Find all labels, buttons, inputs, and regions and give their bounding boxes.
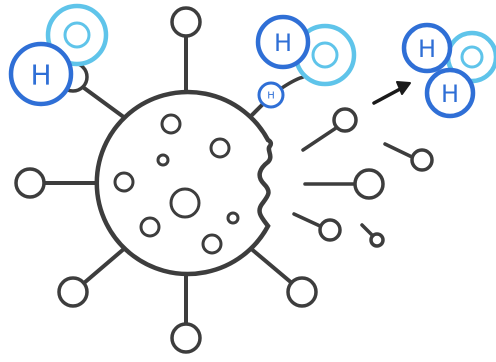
fragment-stalk xyxy=(360,223,374,237)
hydrogen-atom-light-core xyxy=(63,21,91,49)
fragment-stalk xyxy=(301,126,338,152)
hydrogen-atom-light-core xyxy=(460,45,484,69)
hydrogen-label-small: H xyxy=(267,91,275,102)
hydrogen-label: H xyxy=(441,80,459,108)
spike-bottom-right-knob xyxy=(286,276,318,308)
virus-inner-particles xyxy=(113,113,240,255)
fragment-knob xyxy=(353,168,385,200)
inner-dot-large xyxy=(169,187,201,219)
inner-dot xyxy=(201,233,223,255)
spike-bottom-left-knob xyxy=(57,276,89,308)
arrow-up-right-icon xyxy=(372,81,411,105)
spike-top-left-stalk xyxy=(78,83,127,120)
fragment-stalk xyxy=(383,142,414,159)
fragment-knob xyxy=(410,148,434,172)
inner-dot xyxy=(139,216,161,238)
fragment-stalk xyxy=(292,212,322,228)
hydrogen-label: H xyxy=(30,59,51,92)
inner-dot xyxy=(160,113,182,135)
inner-dot xyxy=(156,153,170,167)
inner-dot xyxy=(226,211,240,225)
inner-dot xyxy=(209,137,231,159)
hydrogen-atom-light xyxy=(45,3,109,67)
hydrogen-atom-small xyxy=(257,81,285,109)
hydrogen-atom-dark xyxy=(8,41,74,107)
spike-left-knob xyxy=(14,167,46,199)
spike-bottom-knob xyxy=(170,322,202,354)
hydrogen-atom-light-core xyxy=(311,41,339,69)
hydrogen-label: H xyxy=(274,29,292,57)
ejected-fragments xyxy=(292,107,434,248)
inner-dot xyxy=(113,171,135,193)
spike-bottom-right-stalk xyxy=(247,245,295,286)
fragment-knob xyxy=(318,218,342,242)
fragment-knob xyxy=(369,232,385,248)
hydrogen-molecule-top-right: H H xyxy=(401,22,496,119)
hydrogen-atom-dark xyxy=(401,22,453,74)
hydrogen-label: H xyxy=(418,35,436,63)
hydrogen-molecule-top-center: H H xyxy=(255,14,357,109)
hydrogen-atom-dark xyxy=(424,67,476,119)
spike-top-knob xyxy=(170,6,202,38)
spike-bottom-left-stalk xyxy=(82,246,127,285)
hydrogen-molecule-top-left: H xyxy=(8,3,109,107)
hydrogen-atom-dark xyxy=(255,14,311,70)
fragment-knob xyxy=(332,107,358,133)
